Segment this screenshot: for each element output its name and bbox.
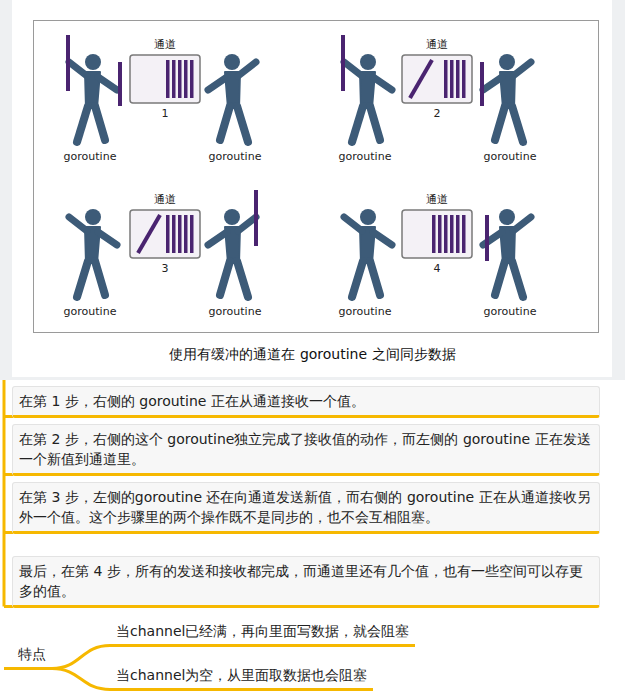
feature-item: 当channel已经满，再向里面写数据，就会阻塞 xyxy=(110,618,415,647)
goroutine-label: goroutine xyxy=(64,305,117,318)
node-text: 在第 1 步，右侧的 goroutine 正在从通道接收一个值。 xyxy=(19,391,593,411)
goroutine-label: goroutine xyxy=(484,150,537,163)
channel-title: 通道 xyxy=(154,38,176,51)
goroutine-label: goroutine xyxy=(339,305,392,318)
goroutine-label: goroutine xyxy=(64,150,117,163)
feature-node: 特点 xyxy=(4,641,52,670)
note-box: 在第 1 步，右侧的 goroutine 正在从通道接收一个值。 xyxy=(12,386,600,418)
step-number: 4 xyxy=(434,262,441,275)
note-box: 最后，在第 4 步，所有的发送和接收都完成，而通道里还有几个值，也有一些空间可以… xyxy=(12,556,600,608)
node-text: 当channel已经满，再向里面写数据，就会阻塞 xyxy=(116,621,409,641)
bracket-line xyxy=(3,380,6,607)
step-number: 3 xyxy=(162,262,169,275)
note-box: 在第 3 步，左侧的goroutine 还在向通道发送新值，而右侧的 gorou… xyxy=(12,482,600,534)
node-text: 在第 2 步，右侧的这个 goroutine独立完成了接收值的动作，而左侧的 g… xyxy=(19,429,593,469)
goroutine-label: goroutine xyxy=(339,150,392,163)
feature-item: 当channel为空，从里面取数据也会阻塞 xyxy=(110,662,373,691)
node-text: 当channel为空，从里面取数据也会阻塞 xyxy=(116,665,367,685)
goroutine-illustration xyxy=(0,0,625,380)
goroutine-label: goroutine xyxy=(209,150,262,163)
goroutine-label: goroutine xyxy=(484,305,537,318)
channel-title: 通道 xyxy=(426,38,448,51)
channel-title: 通道 xyxy=(426,193,448,206)
branch-line xyxy=(52,646,110,669)
channel-title: 通道 xyxy=(154,193,176,206)
goroutine-label: goroutine xyxy=(209,305,262,318)
step-number: 1 xyxy=(162,107,169,120)
step-number: 2 xyxy=(434,107,441,120)
illustration-frame xyxy=(33,20,599,333)
node-text: 特点 xyxy=(18,644,46,664)
node-text: 在第 3 步，左侧的goroutine 还在向通道发送新值，而右侧的 gorou… xyxy=(19,487,593,527)
node-text: 最后，在第 4 步，所有的发送和接收都完成，而通道里还有几个值，也有一些空间可以… xyxy=(19,561,593,601)
branch-line xyxy=(52,669,110,690)
note-box: 在第 2 步，右侧的这个 goroutine独立完成了接收值的动作，而左侧的 g… xyxy=(12,424,600,476)
caption-text: 使用有缓冲的通道在 goroutine 之间同步数据 xyxy=(0,345,625,363)
